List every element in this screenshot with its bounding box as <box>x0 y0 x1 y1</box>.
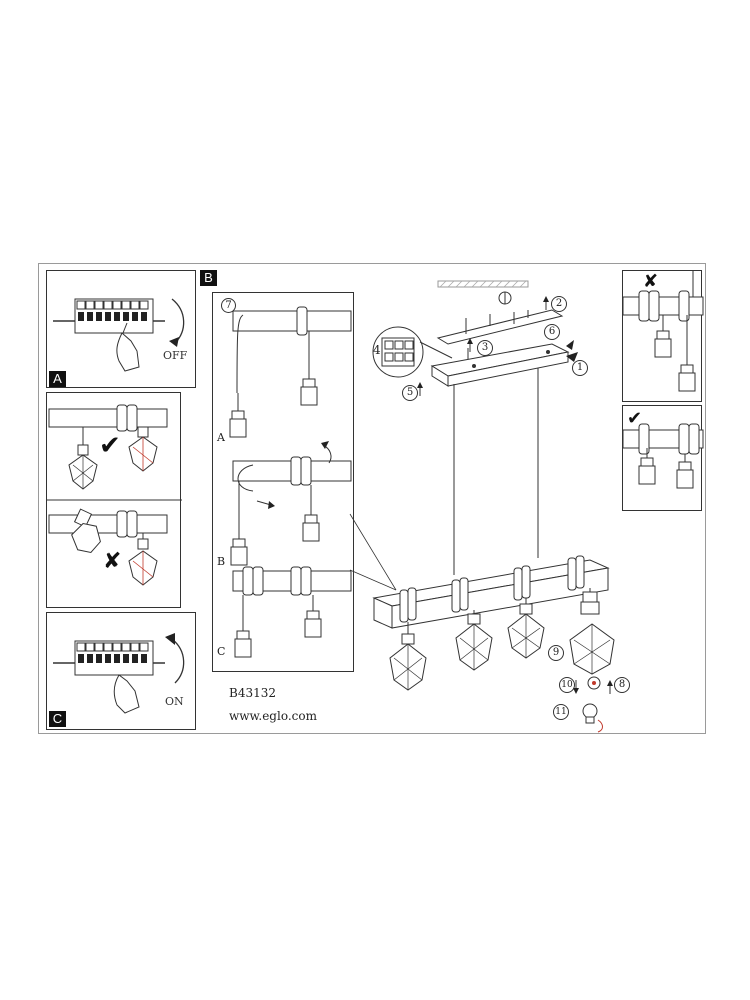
breaker-off-illustration <box>53 298 185 372</box>
variant-a-label: A <box>217 431 225 444</box>
cross-icon: ✘ <box>643 271 659 292</box>
off-label: OFF <box>163 349 188 362</box>
correct-cable-panel: ✔ <box>622 405 704 511</box>
correct-cable-illustration <box>622 423 704 489</box>
cable-variants-inset: 7 A B C <box>212 292 354 672</box>
cross-icon: ✘ <box>103 549 122 574</box>
variant-c-label: C <box>217 645 226 658</box>
step-2-label: 2 <box>551 296 567 312</box>
step-5-label: 5 <box>402 385 418 401</box>
step-1-label: 1 <box>572 360 588 376</box>
model-number: B43132 <box>229 686 276 700</box>
step-3-label: 3 <box>477 340 493 356</box>
cable-variants-illustration <box>229 306 352 658</box>
step-11-label: 11 <box>553 704 569 720</box>
on-label: ON <box>165 695 184 708</box>
orientation-panel: ✔ ✘ <box>46 392 182 608</box>
panel-c-tag: C <box>49 711 66 727</box>
website-link[interactable]: www.eglo.com <box>229 709 317 723</box>
panel-c: ON C <box>46 612 196 730</box>
instruction-sheet-frame <box>38 263 706 734</box>
wrong-cable-illustration <box>622 271 704 392</box>
panel-a: OFF A <box>46 270 196 388</box>
check-icon: ✔ <box>627 408 643 429</box>
step-6-label: 6 <box>544 324 560 340</box>
variant-b-label: B <box>217 555 226 568</box>
orientation-illustration <box>47 404 182 586</box>
wrong-cable-panel: ✘ <box>622 270 704 402</box>
step-10-label: 10 <box>559 677 575 693</box>
step-9-label: 9 <box>548 645 564 661</box>
panel-b-tag: B <box>200 270 217 286</box>
step-4-label: 4 <box>373 343 381 357</box>
step-7-label: 7 <box>221 298 236 313</box>
breaker-on-illustration <box>53 633 185 714</box>
check-icon: ✔ <box>99 431 121 461</box>
panel-a-tag: A <box>49 371 66 387</box>
step-8-label: 8 <box>614 677 630 693</box>
